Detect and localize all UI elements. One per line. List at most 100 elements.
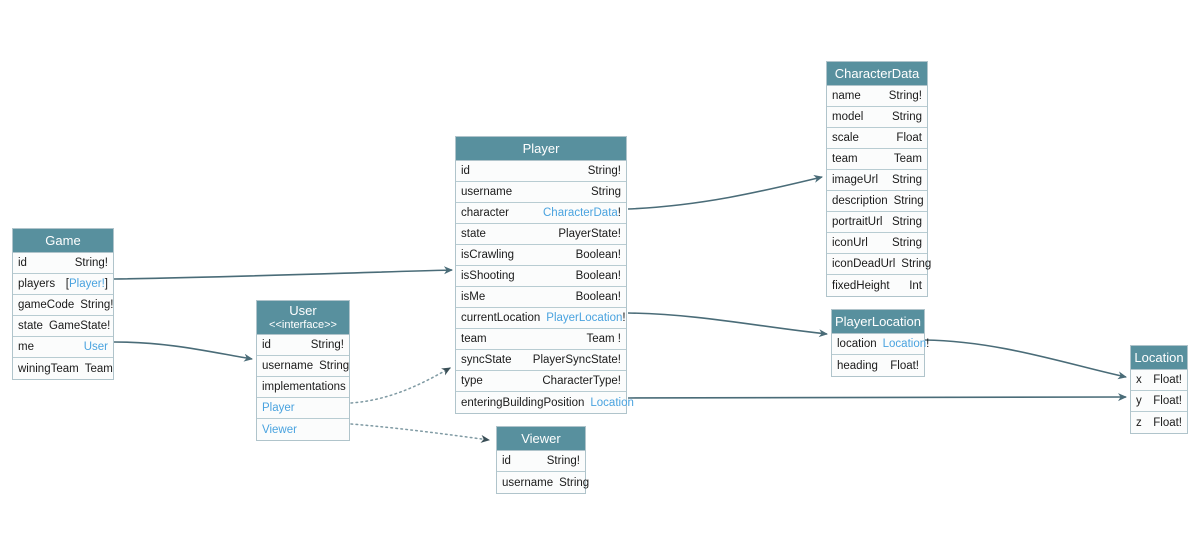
field-type-link[interactable]: PlayerLocation <box>546 312 623 324</box>
field-name: team <box>461 333 487 345</box>
field-row[interactable]: team Team ! <box>456 329 626 350</box>
field-type: String! <box>888 90 922 102</box>
implementation-name[interactable]: Player <box>262 402 295 414</box>
field-type[interactable]: User <box>84 337 108 357</box>
field-name: scale <box>832 132 859 144</box>
field-name: isCrawling <box>461 249 515 261</box>
implementation-item[interactable]: Viewer <box>257 419 349 440</box>
edge-player-currentlocation-to-playerlocation <box>627 312 828 338</box>
field-type: Boolean! <box>575 270 621 282</box>
field-type-suffix: ] <box>104 278 108 290</box>
field-type: Int <box>909 279 922 292</box>
field-row[interactable]: id String! <box>257 335 349 356</box>
field-name: x <box>1136 374 1142 386</box>
field-type[interactable]: PlayerLocation! <box>546 308 625 328</box>
field-row[interactable]: scale Float <box>827 128 927 149</box>
edge-user-implements-viewer <box>350 423 490 443</box>
field-type: String! <box>310 339 344 351</box>
field-name: y <box>1136 395 1142 407</box>
field-type[interactable]: [Player!] <box>66 274 108 294</box>
field-type: Float! <box>1153 374 1182 386</box>
field-type-link[interactable]: Location <box>590 396 634 409</box>
field-type: Team <box>84 362 113 375</box>
field-type-suffix: ! <box>926 338 930 350</box>
field-type: String <box>559 476 590 489</box>
field-type: Float! <box>1153 416 1182 429</box>
implementation-name[interactable]: Viewer <box>262 423 297 436</box>
field-name: username <box>262 360 314 372</box>
implementations-header: implementations <box>257 377 349 398</box>
field-name: me <box>18 341 34 353</box>
field-type: String! <box>74 257 108 269</box>
field-type: String <box>893 195 924 207</box>
field-type: Team ! <box>586 333 621 345</box>
field-type-link[interactable]: User <box>83 341 108 353</box>
edge-player-enteringbuildingposition-to-location <box>627 393 1127 402</box>
field-type-link[interactable]: CharacterData <box>543 207 618 219</box>
field-row[interactable]: currentLocation PlayerLocation! <box>456 308 626 329</box>
field-type[interactable]: Location! <box>883 334 930 354</box>
field-type: String! <box>80 299 114 311</box>
field-row[interactable]: me User <box>13 337 113 358</box>
field-type-link[interactable]: Location <box>882 338 927 350</box>
field-name: type <box>461 375 483 387</box>
field-name: state <box>461 228 486 240</box>
field-row[interactable]: x Float! <box>1131 370 1187 391</box>
field-row[interactable]: players[Player!] <box>13 274 113 295</box>
field-type-prefix: [ <box>65 278 69 290</box>
field-type-suffix: ! <box>622 312 626 324</box>
field-name: z <box>1136 416 1142 429</box>
field-name: iconDeadUrl <box>832 258 896 270</box>
field-name: model <box>832 111 864 123</box>
field-type: Float! <box>1153 395 1182 407</box>
field-name: currentLocation <box>461 312 541 324</box>
field-row[interactable]: enteringBuildingPosition Location <box>456 392 634 413</box>
field-row[interactable]: z Float! <box>1131 412 1187 433</box>
field-row[interactable]: y Float! <box>1131 391 1187 412</box>
implementation-item[interactable]: Player <box>257 398 349 419</box>
field-name: enteringBuildingPosition <box>461 396 585 409</box>
entity-stereotype-user: <<interface>> <box>269 319 337 331</box>
field-type: Float <box>896 132 922 144</box>
field-type-link[interactable]: Player! <box>69 278 105 290</box>
field-type: String! <box>546 455 580 467</box>
field-name: id <box>262 339 271 351</box>
field-type[interactable]: Location <box>590 393 633 413</box>
field-name: imageUrl <box>832 174 879 186</box>
field-type[interactable]: CharacterData! <box>543 203 621 223</box>
